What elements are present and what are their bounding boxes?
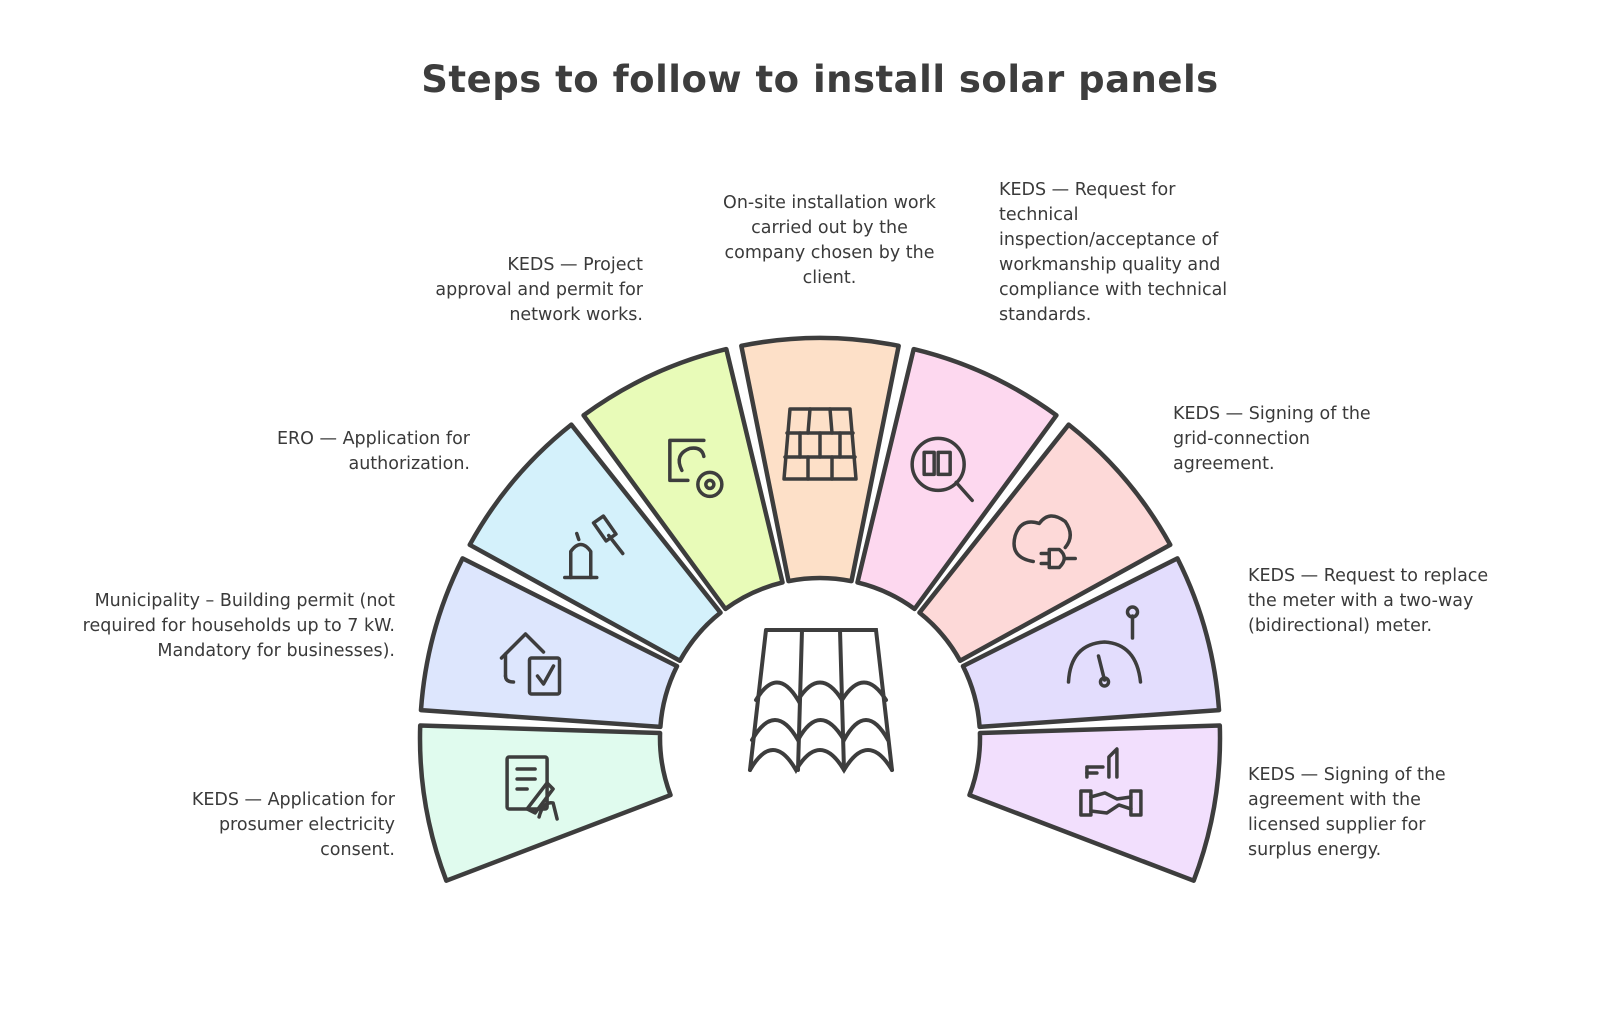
- step-label-2: Municipality – Building permit (not requ…: [82, 591, 395, 661]
- step-label-1: KEDS — Application for prosumer electric…: [191, 790, 395, 860]
- step-segment-1: [417, 723, 673, 883]
- segment-shape: [960, 556, 1222, 730]
- step-segment-7: [917, 422, 1173, 663]
- segment-shape: [917, 422, 1173, 663]
- outlet-gear-icon: [668, 438, 724, 499]
- house-document-check-icon: [499, 632, 562, 696]
- diagram-title: Steps to follow to install solar panels: [421, 58, 1219, 101]
- step-segment-2: [418, 556, 680, 730]
- step-segment-8: [960, 556, 1222, 730]
- meter-gauge-icon: [1066, 605, 1143, 688]
- roof-tiles-icon: [748, 628, 894, 774]
- inspection-magnifier-icon: [910, 436, 974, 503]
- segment-shape: [467, 422, 723, 663]
- step-label-4: KEDS — Project approval and permit for n…: [435, 255, 643, 325]
- step-label-3: ERO — Application for authorization.: [276, 429, 470, 474]
- step-segment-4: [581, 346, 785, 612]
- cloud-plug-icon: [1012, 514, 1077, 570]
- step-label-7: KEDS — Signing of the grid-connection ag…: [1173, 404, 1371, 474]
- step-segment-9: [967, 723, 1223, 883]
- segment-shape: [967, 723, 1223, 883]
- step-label-5: On-site installation work carried out by…: [723, 193, 936, 288]
- form-signing-icon: [505, 755, 559, 821]
- step-label-6: KEDS — Request for technical inspection/…: [999, 180, 1228, 325]
- segment-shape: [418, 556, 680, 730]
- segment-shape: [855, 346, 1059, 612]
- gavel-approval-icon: [563, 514, 625, 580]
- handshake-factory-icon: [1079, 747, 1143, 817]
- segment-shape: [739, 335, 901, 584]
- step-segment-3: [467, 422, 723, 663]
- step-segment-5: [739, 335, 901, 584]
- solar-panel-icon: [782, 407, 858, 481]
- step-segment-6: [855, 346, 1059, 612]
- step-label-9: KEDS — Signing of the agreement with the…: [1248, 765, 1446, 860]
- step-label-8: KEDS — Request to replace the meter with…: [1248, 566, 1489, 636]
